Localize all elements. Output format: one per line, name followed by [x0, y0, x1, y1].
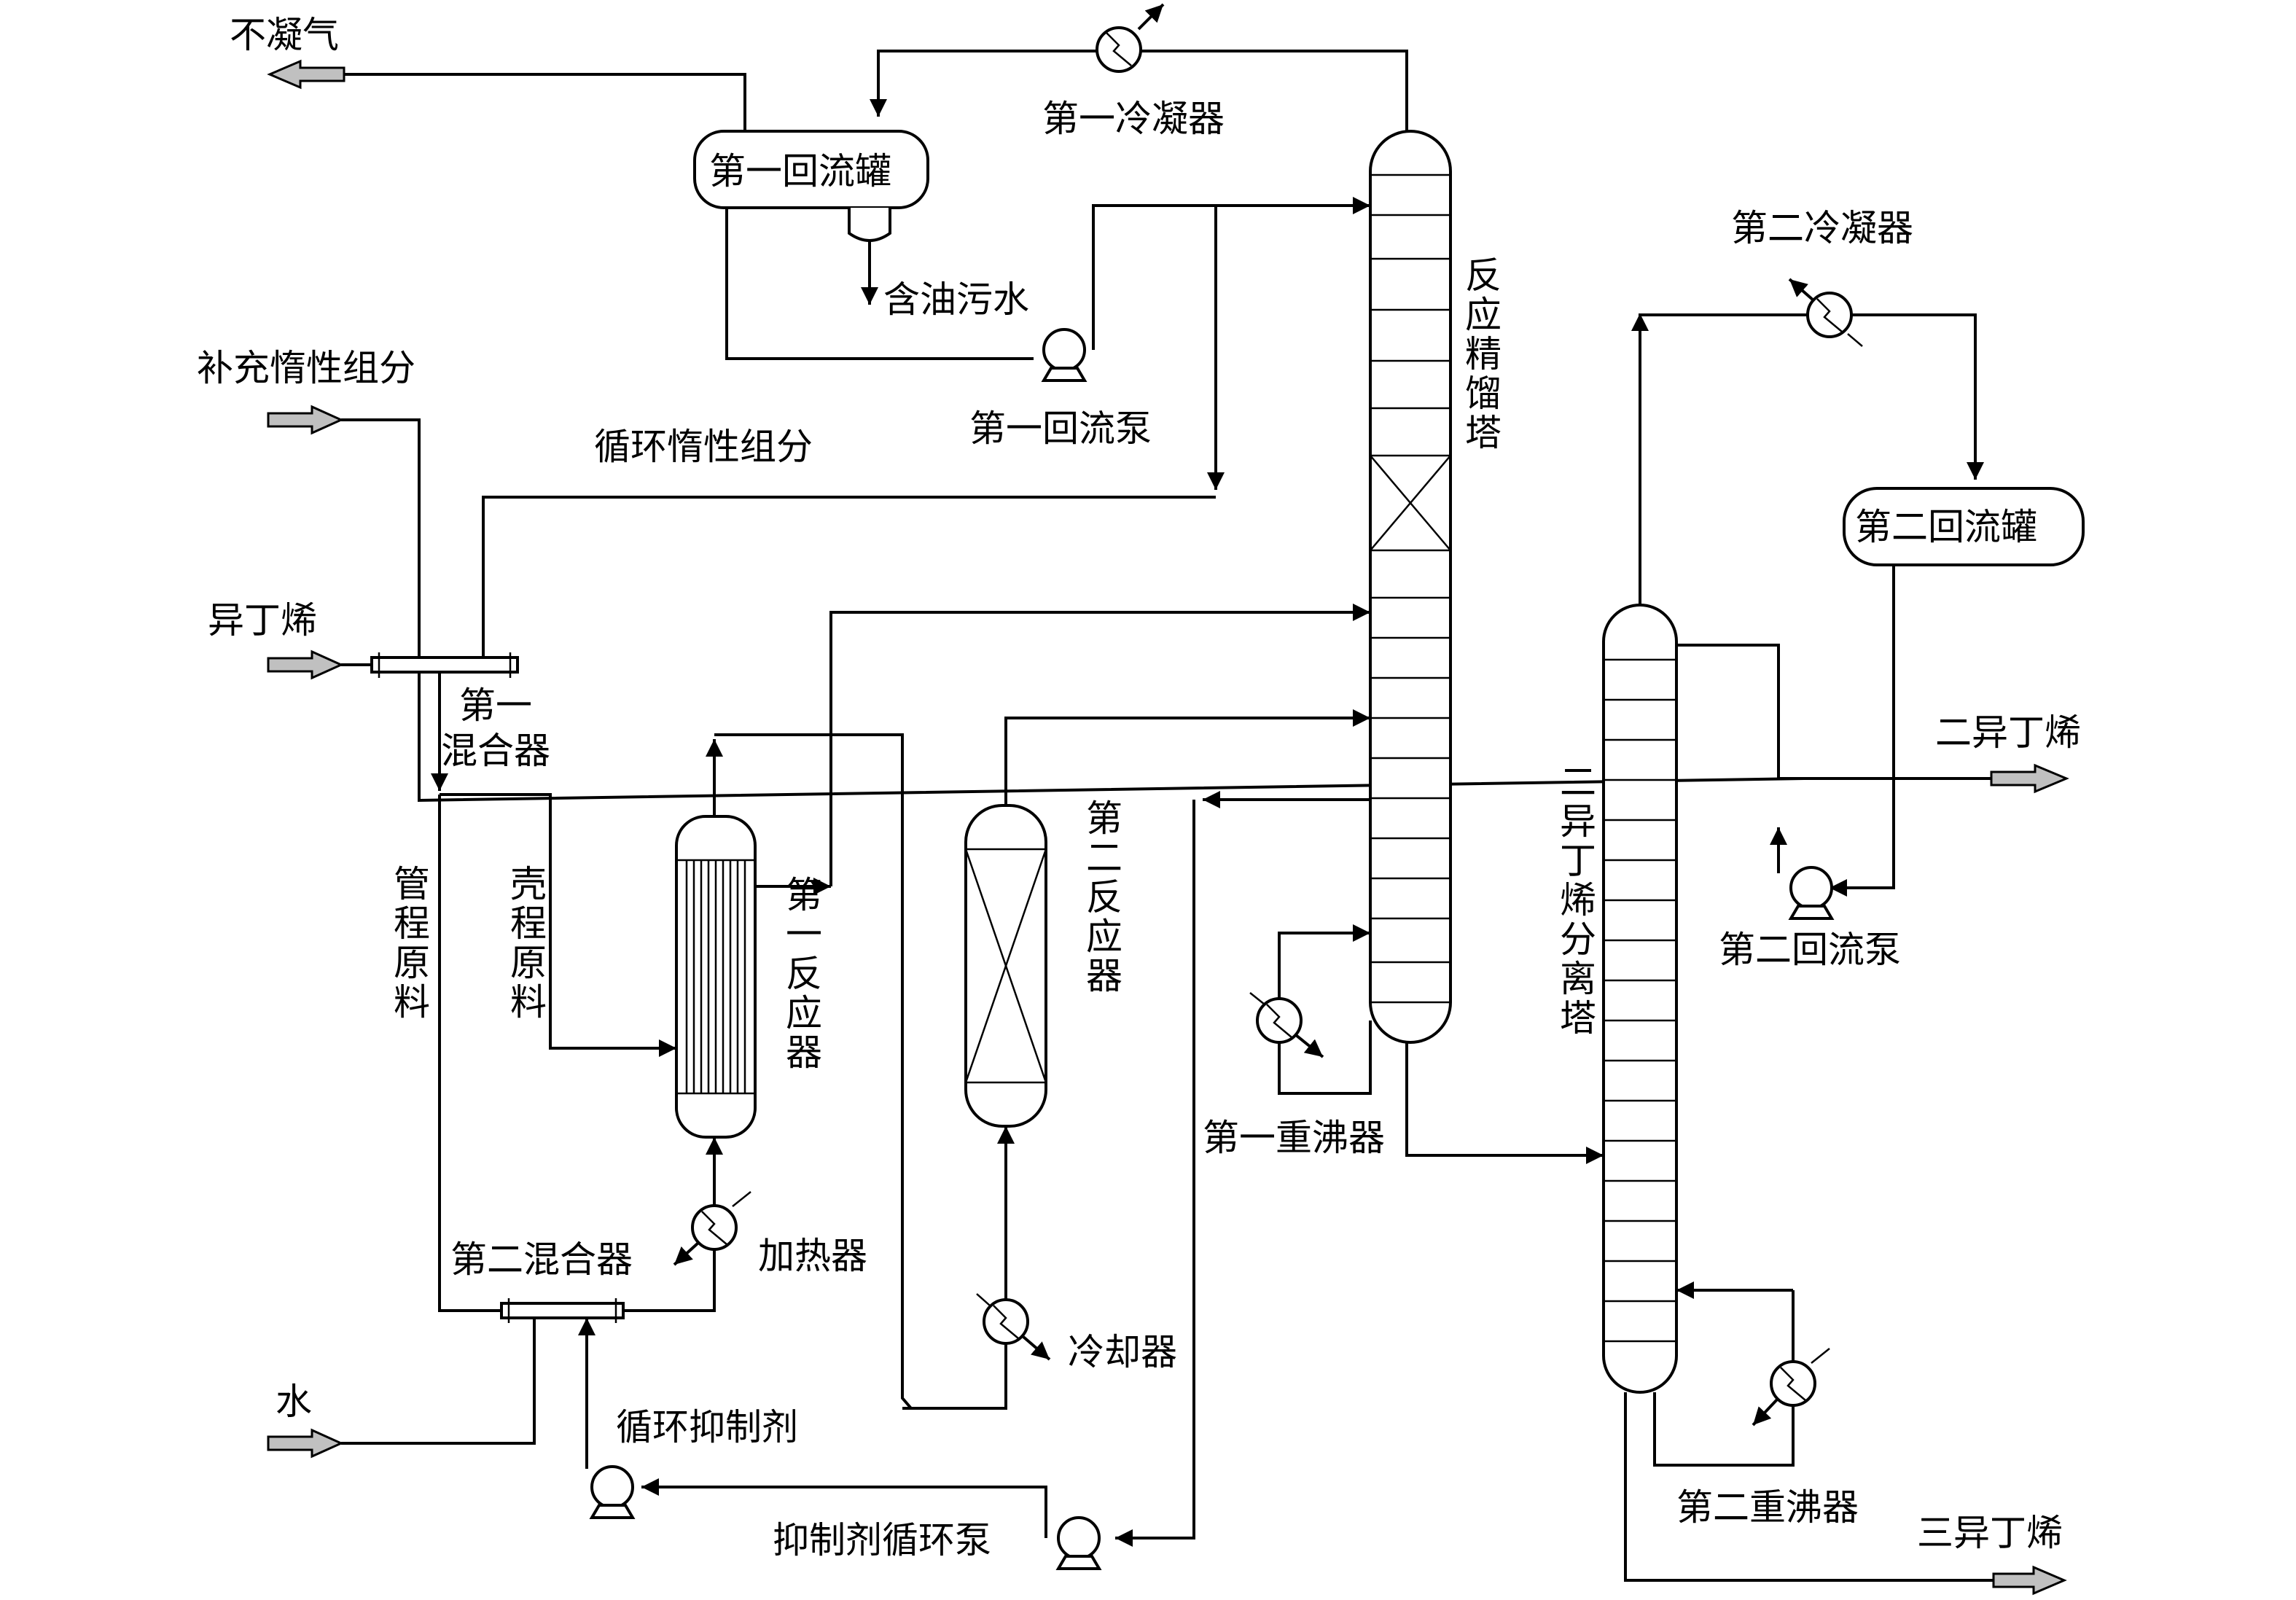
heater-label: 加热器 [758, 1235, 867, 1277]
first-reactor [675, 815, 757, 1139]
diisobutene-column-label: 二异丁烯分离塔 [1560, 761, 1596, 1039]
second-mixer [500, 1298, 625, 1323]
first-reflux-tank [693, 130, 929, 242]
first-reactor-label: 第一反应器 [786, 874, 822, 1074]
second-condenser-icon [1788, 278, 1863, 347]
makeup-inert-feed-arrow [267, 405, 344, 435]
first-reflux-pump-label: 第一回流泵 [969, 407, 1152, 450]
cooler-label: 冷却器 [1068, 1331, 1177, 1373]
diisobutene-label: 二异丁烯 [1935, 711, 2081, 754]
inhibitor-recycle-pump-icon [1055, 1516, 1102, 1570]
piping [341, 50, 1994, 1582]
second-condenser-label: 第二冷凝器 [1731, 207, 1913, 249]
first-reflux-tank-label: 第一回流罐 [709, 150, 891, 192]
second-reboiler-label: 第二重沸器 [1676, 1486, 1859, 1529]
recycle-inhibitor-label: 循环抑制剂 [616, 1406, 798, 1448]
second-reflux-tank [1843, 487, 2085, 566]
reactive-distillation-column [1369, 130, 1452, 1044]
first-mixer-label-line2: 混合器 [441, 730, 550, 772]
first-reflux-pump-icon [1041, 328, 1088, 382]
first-mixer-label-line1: 第一 [459, 684, 532, 727]
first-condenser-label: 第一冷凝器 [1042, 98, 1225, 140]
recycle-inert-label: 循环惰性组分 [594, 426, 813, 468]
second-reactor [964, 804, 1047, 1128]
second-reactor-label: 第二反应器 [1086, 797, 1122, 997]
diisobutene-separation-column [1602, 604, 1678, 1394]
first-reboiler-icon [1249, 992, 1324, 1058]
isobutene-feed-arrow [267, 649, 344, 680]
second-reflux-tank-label: 第二回流罐 [1855, 506, 2037, 548]
reactive-distillation-column-label: 反应精馏塔 [1465, 254, 1502, 454]
first-mixer [370, 652, 519, 678]
water-feed-arrow [267, 1428, 344, 1459]
first-reboiler-label: 第一重沸器 [1203, 1117, 1385, 1159]
isobutene-label: 异丁烯 [208, 599, 317, 641]
triisobutene-label: 三异丁烯 [1917, 1512, 2063, 1554]
inhibitor-recycle-pump-label: 抑制剂循环泵 [773, 1519, 991, 1561]
heater-icon [673, 1191, 751, 1266]
triisobutene-product-arrow [1992, 1565, 2067, 1596]
oily-wastewater-label: 含油污水 [883, 278, 1029, 321]
makeup-inert-label: 补充惰性组分 [197, 347, 415, 389]
second-mixer-label: 第二混合器 [450, 1238, 633, 1281]
second-reboiler-icon [1752, 1348, 1830, 1427]
second-reflux-pump-label: 第二回流泵 [1719, 929, 1901, 971]
recycle-inhibitor-pump-icon [589, 1465, 636, 1519]
noncondensable-gas-outlet-arrow [267, 59, 345, 90]
second-reflux-pump-icon [1788, 866, 1835, 920]
noncondensable-gas-label: 不凝气 [230, 14, 339, 56]
diisobutene-product-arrow [1990, 763, 2069, 794]
first-condenser-icon [1096, 3, 1165, 73]
water-label: 水 [276, 1381, 312, 1423]
shell-feed-label: 壳程原料 [510, 863, 547, 1023]
cooler-icon [976, 1293, 1051, 1361]
tube-feed-label: 管程原料 [394, 863, 430, 1023]
